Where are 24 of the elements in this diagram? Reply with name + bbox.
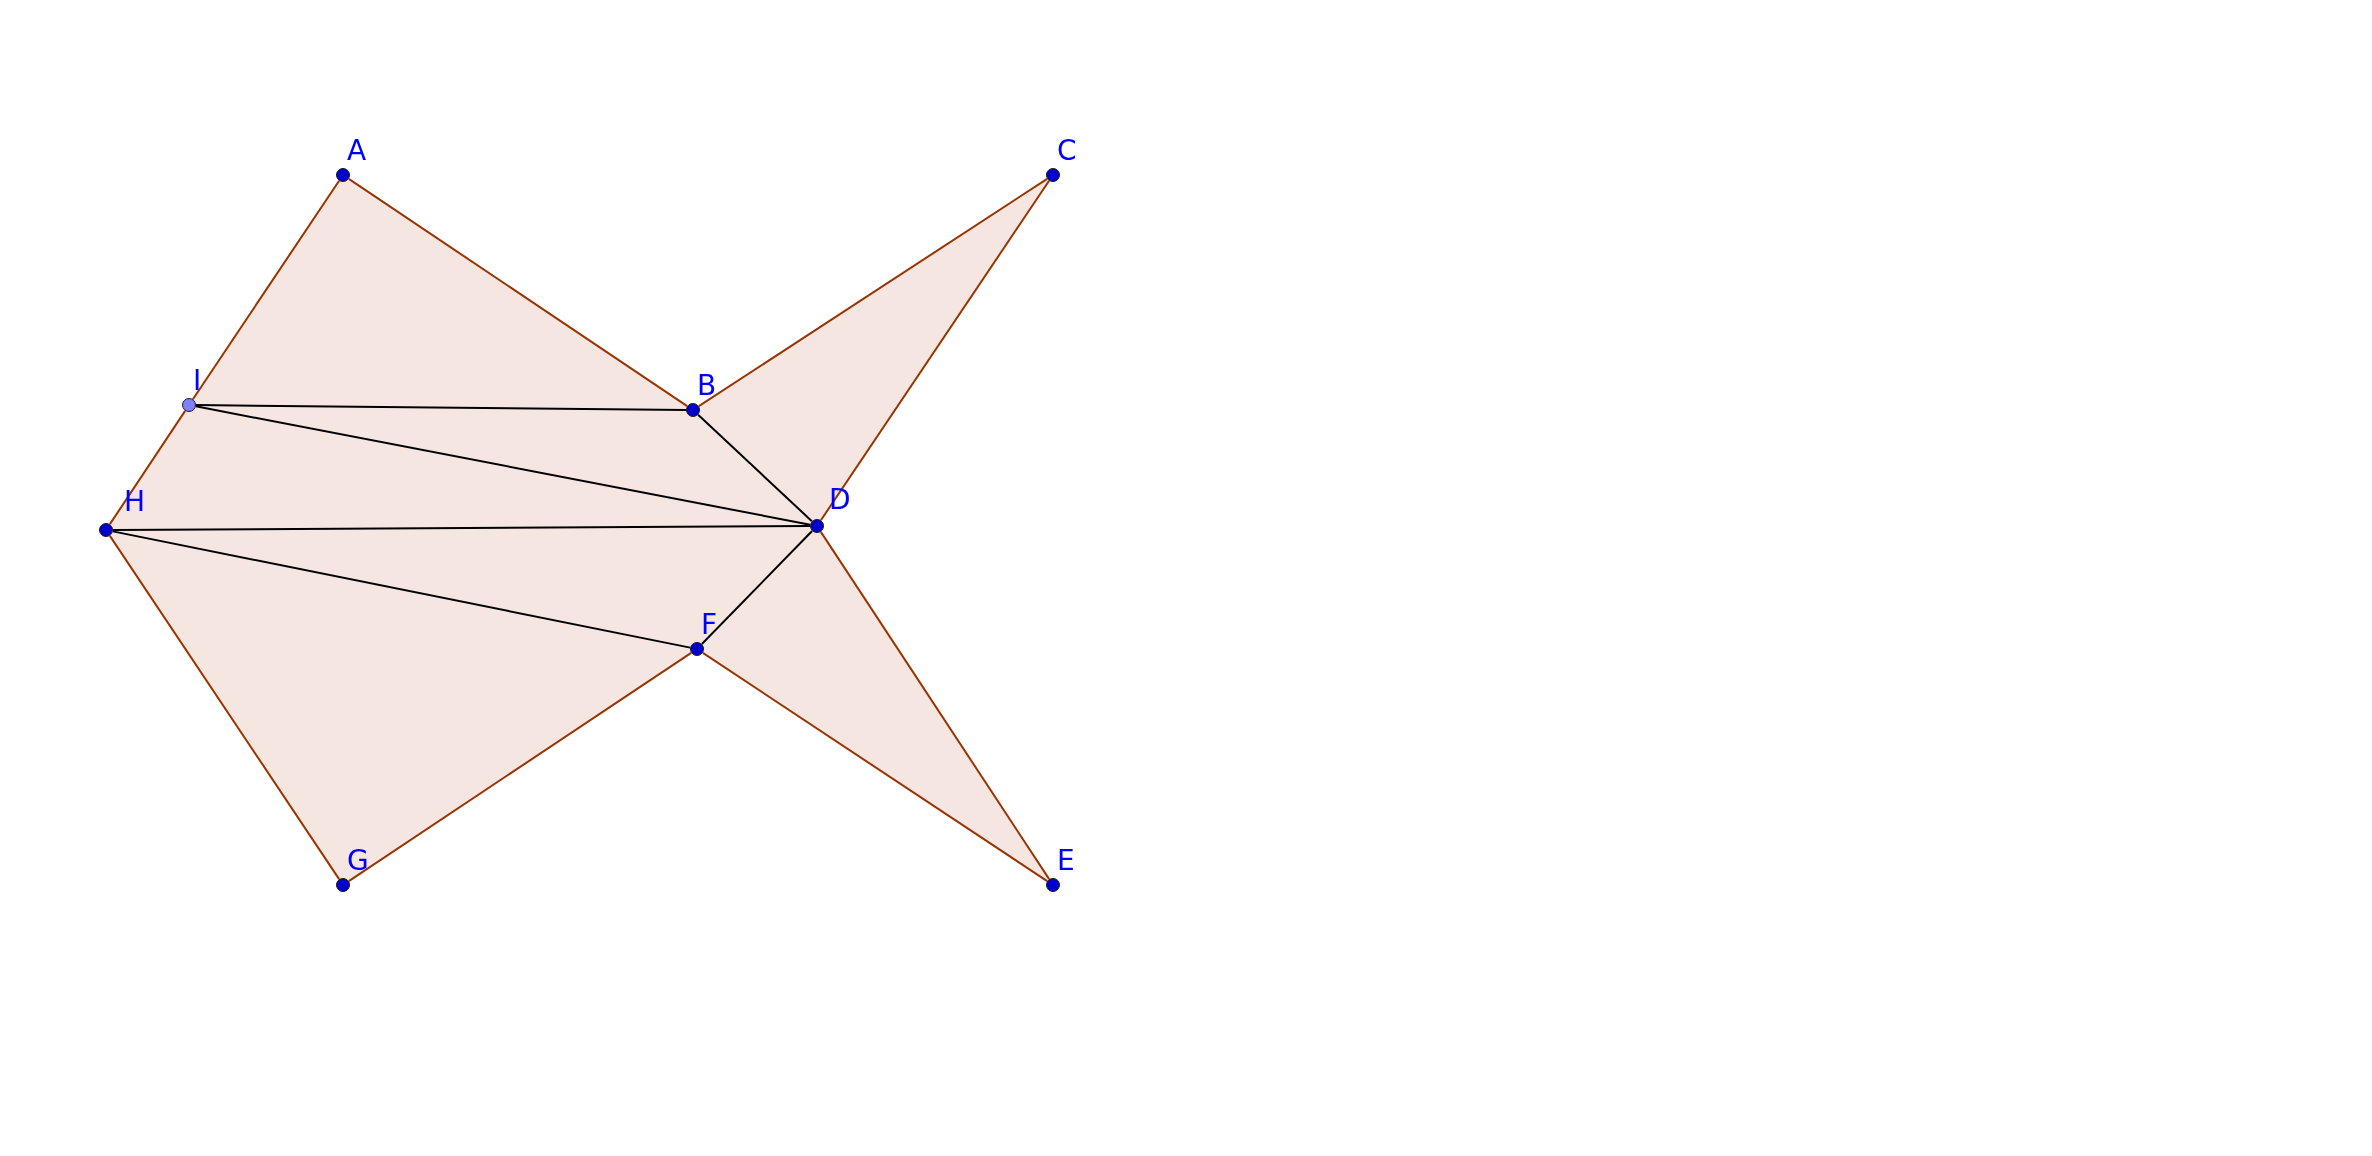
line-segment <box>700 530 814 645</box>
line-segment <box>108 409 187 526</box>
line-segment <box>195 404 687 411</box>
line-segment <box>111 530 692 649</box>
line-segment <box>697 177 1049 408</box>
point-label: A <box>347 137 367 165</box>
line-segment <box>347 177 689 408</box>
point-label: D <box>829 486 851 514</box>
point-label: F <box>701 611 718 639</box>
line-segment <box>347 651 693 883</box>
point-label: I <box>193 367 202 395</box>
line-segment <box>819 179 1051 522</box>
line-segment <box>697 413 813 523</box>
line-segment <box>819 530 1051 881</box>
point-label: E <box>1057 847 1075 875</box>
line-segment <box>194 405 812 526</box>
point-label: B <box>697 372 717 400</box>
line-segment <box>112 525 811 531</box>
line-segment <box>701 651 1049 883</box>
point-label: G <box>347 847 369 875</box>
point-label: H <box>124 488 146 516</box>
line-segment <box>108 534 341 881</box>
point-label: C <box>1057 137 1077 165</box>
line-segment <box>191 179 341 401</box>
